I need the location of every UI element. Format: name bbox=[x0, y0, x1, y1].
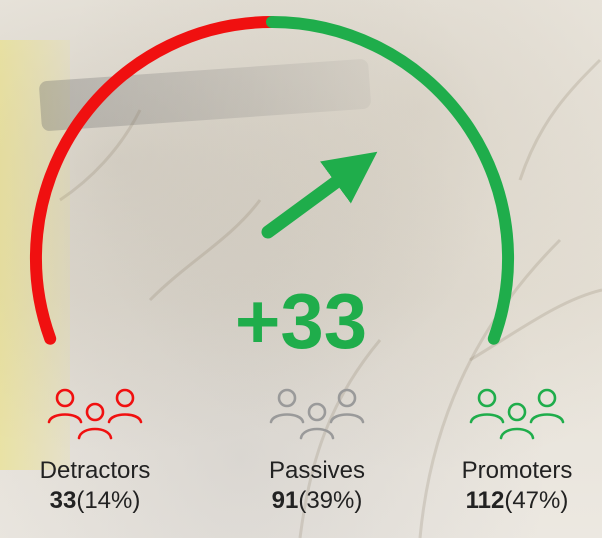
promoters-group: Promoters 112(47%) bbox=[432, 388, 602, 514]
people-group-icon bbox=[469, 388, 565, 440]
people-group-icon bbox=[269, 388, 365, 440]
passives-label: Passives bbox=[268, 457, 366, 484]
gauge-arc-promoter-side bbox=[266, 16, 514, 345]
detractors-count: 33 bbox=[49, 487, 77, 514]
gauge-needle-arrow bbox=[261, 151, 378, 239]
promoters-percent: (47%) bbox=[504, 487, 569, 514]
detractors-label: Detractors bbox=[39, 457, 151, 484]
nps-score: +33 bbox=[234, 277, 368, 365]
promoters-count: 112 bbox=[465, 487, 505, 514]
promoters-value: 112(47%) bbox=[432, 488, 602, 514]
detractors-value: 33(14%) bbox=[10, 488, 180, 514]
passives-percent: (39%) bbox=[298, 487, 363, 514]
passives-group: Passives 91(39%) bbox=[232, 388, 402, 514]
detractors-group: Detractors 33(14%) bbox=[10, 388, 180, 514]
gauge-arc-detractor-side bbox=[30, 16, 278, 345]
detractors-percent: (14%) bbox=[76, 487, 141, 514]
passives-count: 91 bbox=[271, 487, 299, 514]
passives-value: 91(39%) bbox=[232, 488, 402, 514]
promoters-label: Promoters bbox=[461, 457, 573, 484]
people-group-icon bbox=[47, 388, 143, 440]
